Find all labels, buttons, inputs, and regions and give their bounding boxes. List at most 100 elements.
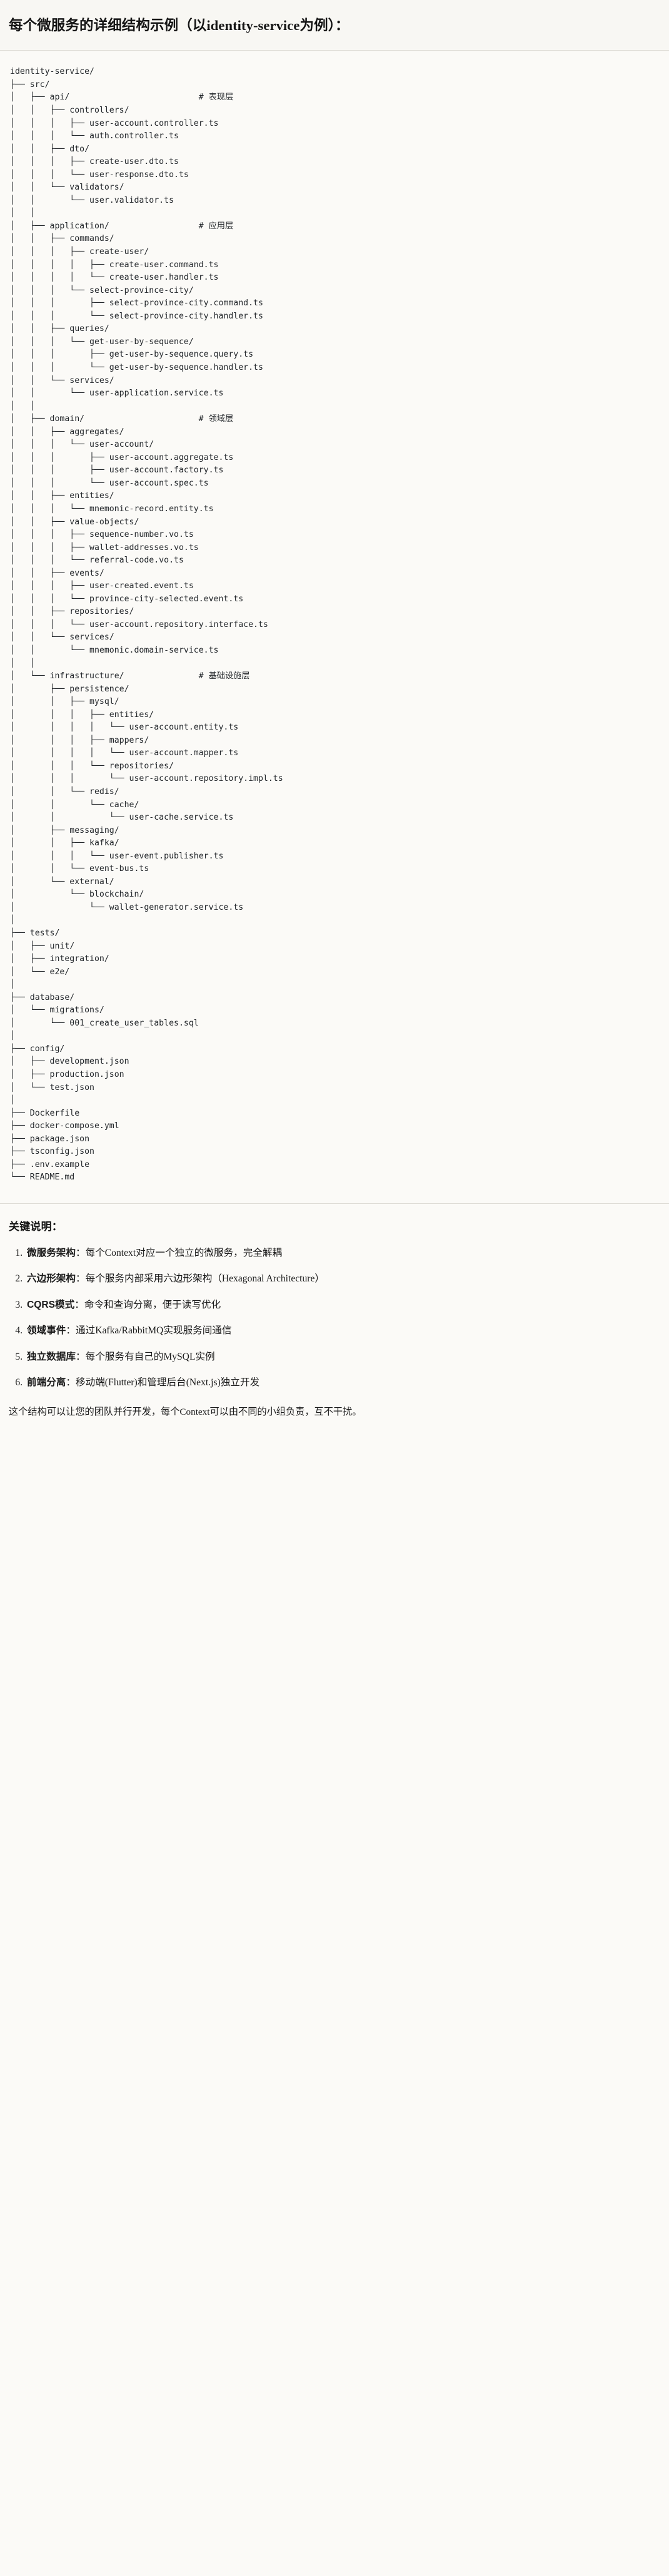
tree-line: │ ├── production.json <box>10 1070 124 1080</box>
tree-line: │ │ └── services/ <box>10 375 114 385</box>
tree-line: │ │ ├── controllers/ <box>10 106 129 116</box>
tree-line: │ │ <box>10 208 35 218</box>
tree-line: │ <box>10 1096 15 1106</box>
tree-line: │ │ │ └── repositories/ <box>10 761 174 771</box>
key-note-separator: ： <box>74 1299 84 1310</box>
tree-line: │ │ ├── events/ <box>10 568 104 578</box>
tree-line: ├── docker-compose.yml <box>10 1121 119 1131</box>
directory-tree: identity-service/ ├── src/ │ ├── api/ # … <box>10 66 659 1184</box>
document-page: 每个微服务的详细结构示例（以identity-service为例）： ident… <box>0 0 669 1436</box>
tree-line: │ │ │ └── user-account.repository.interf… <box>10 619 268 629</box>
key-note-separator: ： <box>66 1377 76 1388</box>
tree-line: │ │ ├── repositories/ <box>10 607 134 617</box>
tree-layer-comment: # 领域层 <box>198 414 234 424</box>
key-note-term: 六边形架构 <box>27 1273 76 1285</box>
page-title: 每个微服务的详细结构示例（以identity-service为例）： <box>9 16 658 35</box>
tree-line: │ └── blockchain/ <box>10 890 144 900</box>
tree-line: │ │ │ ├── mappers/ <box>10 735 149 745</box>
key-note-description: 通过Kafka/RabbitMQ实现服务间通信 <box>76 1325 232 1336</box>
key-note-description: 每个服务内部采用六边形架构（Hexagonal Architecture） <box>85 1273 325 1285</box>
tree-line: │ ├── persistence/ <box>10 684 129 694</box>
tree-line: │ ├── messaging/ <box>10 825 119 835</box>
tree-line: │ └── e2e/ <box>10 967 70 977</box>
closing-paragraph: 这个结构可以让您的团队并行开发，每个Context可以由不同的小组负责，互不干扰… <box>9 1407 362 1418</box>
tree-line: │ └── 001_create_user_tables.sql <box>10 1018 199 1028</box>
key-note-item: CQRS模式：命令和查询分离，便于读写优化 <box>25 1298 659 1312</box>
tree-line: │ │ └── redis/ <box>10 787 119 797</box>
key-notes-list: 微服务架构：每个Context对应一个独立的微服务，完全解耦六边形架构：每个服务… <box>9 1246 659 1390</box>
tree-line: │ │ └── user-application.service.ts <box>10 389 224 399</box>
tree-line: │ │ │ └── user-event.publisher.ts <box>10 851 224 861</box>
key-notes-title: 关键说明： <box>9 1220 63 1233</box>
key-note-separator: ： <box>75 1247 86 1258</box>
tree-line: │ <box>10 915 15 925</box>
key-note-description: 每个Context对应一个独立的微服务，完全解耦 <box>85 1247 283 1258</box>
tree-line: ├── database/ <box>10 992 75 1002</box>
key-note-item: 前端分离：移动端(Flutter)和管理后台(Next.js)独立开发 <box>25 1375 659 1390</box>
tree-line: ├── tsconfig.json <box>10 1147 94 1157</box>
key-note-description: 移动端(Flutter)和管理后台(Next.js)独立开发 <box>76 1377 260 1388</box>
tree-line: │ │ │ ├── create-user/ <box>10 247 149 257</box>
tree-line: ├── config/ <box>10 1044 65 1054</box>
tree-line: ├── package.json <box>10 1134 90 1144</box>
key-note-item: 领域事件：通过Kafka/RabbitMQ实现服务间通信 <box>25 1323 659 1338</box>
tree-layer-comment: # 表现层 <box>198 93 234 103</box>
tree-line: │ │ │ └── user-account.spec.ts <box>10 478 209 488</box>
tree-line: │ │ ├── aggregates/ <box>10 427 124 437</box>
tree-line: │ │ │ ├── user-account.controller.ts <box>10 118 219 128</box>
tree-line: │ │ │ └── select-province-city/ <box>10 285 194 295</box>
tree-line: │ │ │ ├── get-user-by-sequence.query.ts <box>10 350 254 360</box>
tree-line: │ │ │ └── user-response.dto.ts <box>10 170 189 180</box>
tree-line: └── README.md <box>10 1173 75 1183</box>
key-note-description: 命令和查询分离，便于读写优化 <box>84 1299 221 1310</box>
tree-line: │ │ └── mnemonic.domain-service.ts <box>10 645 219 655</box>
tree-line: │ ├── domain/ # 领域层 <box>10 414 234 424</box>
key-note-term: 前端分离 <box>27 1377 66 1388</box>
tree-line: │ │ └── user.validator.ts <box>10 195 174 205</box>
tree-line: │ └── test.json <box>10 1082 94 1092</box>
tree-line: │ │ │ │ ├── create-user.command.ts <box>10 260 219 270</box>
tree-line: │ │ └── cache/ <box>10 800 139 810</box>
tree-line: ├── .env.example <box>10 1159 90 1169</box>
tree-line: ├── Dockerfile <box>10 1108 80 1118</box>
tree-line: │ <box>10 980 15 990</box>
tree-line: │ └── infrastructure/ # 基础设施层 <box>10 671 250 681</box>
tree-line: │ │ ├── mysql/ <box>10 697 119 707</box>
key-note-item: 微服务架构：每个Context对应一个独立的微服务，完全解耦 <box>25 1246 659 1260</box>
key-note-separator: ： <box>75 1351 86 1362</box>
tree-line: │ │ │ ├── wallet-addresses.vo.ts <box>10 542 199 552</box>
tree-line: │ │ │ └── user-account.repository.impl.t… <box>10 774 283 784</box>
tree-line: │ └── migrations/ <box>10 1005 104 1016</box>
key-note-term: 领域事件 <box>27 1325 66 1336</box>
tree-line: │ │ │ └── province-city-selected.event.t… <box>10 594 244 604</box>
key-note-item: 独立数据库：每个服务有自己的MySQL实例 <box>25 1350 659 1364</box>
directory-tree-block: identity-service/ ├── src/ │ ├── api/ # … <box>0 51 669 1204</box>
key-note-separator: ： <box>75 1273 86 1285</box>
tree-line: │ │ │ ├── user-account.aggregate.ts <box>10 452 234 462</box>
tree-line: │ │ <box>10 401 35 411</box>
tree-line: │ │ └── services/ <box>10 633 114 643</box>
key-note-description: 每个服务有自己的MySQL实例 <box>85 1351 215 1362</box>
tree-line: │ │ │ └── mnemonic-record.entity.ts <box>10 504 214 514</box>
tree-line: │ │ │ └── get-user-by-sequence.handler.t… <box>10 362 263 372</box>
tree-line: │ │ │ ├── user-account.factory.ts <box>10 466 224 476</box>
key-note-separator: ： <box>66 1325 76 1336</box>
tree-line: │ │ │ ├── select-province-city.command.t… <box>10 298 263 308</box>
tree-line: │ ├── integration/ <box>10 954 109 964</box>
tree-line: │ └── wallet-generator.service.ts <box>10 902 244 912</box>
tree-line: │ ├── application/ # 应用层 <box>10 221 234 231</box>
page-title-suffix: 为例）： <box>299 18 350 33</box>
key-note-term: 独立数据库 <box>27 1351 76 1362</box>
tree-line: │ │ │ └── get-user-by-sequence/ <box>10 337 194 347</box>
tree-line: │ │ <box>10 658 35 668</box>
header-section: 每个微服务的详细结构示例（以identity-service为例）： <box>0 0 669 51</box>
tree-line: │ │ │ │ └── create-user.handler.ts <box>10 273 219 283</box>
tree-line: │ ├── api/ # 表现层 <box>10 93 234 103</box>
tree-line: │ │ │ │ └── user-account.mapper.ts <box>10 748 239 758</box>
key-note-item: 六边形架构：每个服务内部采用六边形架构（Hexagonal Architectu… <box>25 1271 659 1286</box>
tree-line: │ ├── development.json <box>10 1057 129 1067</box>
tree-line: │ ├── unit/ <box>10 941 75 951</box>
tree-line: │ │ ├── queries/ <box>10 324 109 334</box>
page-title-prefix: 每个微服务的详细结构示例（以 <box>9 18 207 33</box>
key-note-term: 微服务架构 <box>27 1247 76 1258</box>
